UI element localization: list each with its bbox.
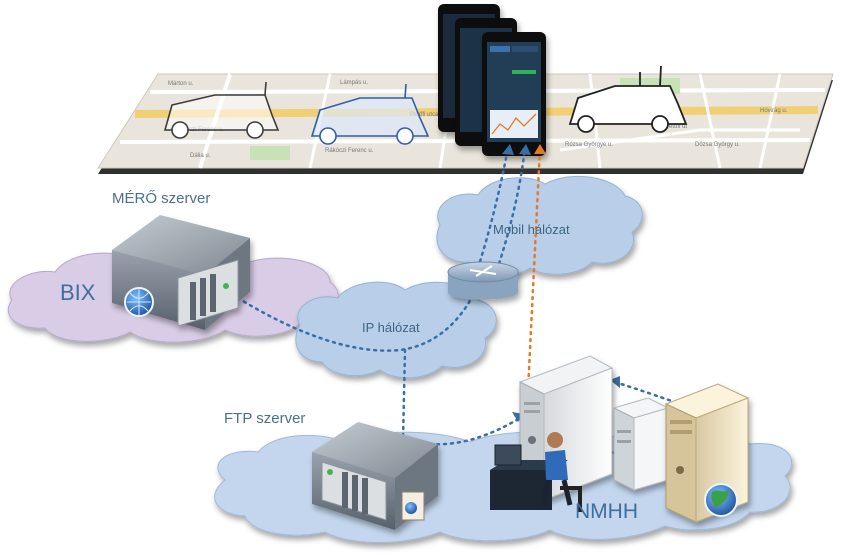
svg-text:Márton u.: Márton u.: [168, 81, 194, 87]
svg-text:Rákóczi Ferenc u.: Rákóczi Ferenc u.: [325, 148, 374, 154]
router-icon: [447, 261, 519, 300]
mobile-network-label: Mobil hálózat: [493, 222, 570, 237]
operator-workstation-icon: [490, 432, 582, 512]
server-rack-icon: [312, 422, 438, 530]
globe-icon: [704, 483, 738, 517]
document-icon: [401, 491, 425, 521]
svg-text:Dózsa György u.: Dózsa György u.: [695, 142, 740, 148]
nmhh-label: NMHH: [575, 500, 638, 523]
ip-network-label: IP hálózat: [362, 320, 420, 335]
bix-label: BIX: [60, 280, 96, 305]
globe-icon: [124, 287, 154, 317]
svg-text:Rózsa Györgye u.: Rózsa Györgye u.: [565, 142, 613, 148]
svg-text:Petőfi út: Petőfi út: [665, 124, 687, 130]
tower-server-icon: [612, 397, 670, 491]
svg-text:Hóvirág u.: Hóvirág u.: [760, 108, 788, 114]
mero-server-label: MÉRŐ szerver: [112, 190, 211, 207]
terrain-vehicle-icon: [310, 83, 430, 145]
server-rack-icon: [112, 215, 250, 330]
ftp-server-label: FTP szerver: [224, 410, 306, 427]
svg-text:Lámpás u.: Lámpás u.: [340, 80, 368, 86]
svg-text:Dália u.: Dália u.: [190, 153, 211, 159]
terrain-vehicle-icon: [568, 65, 688, 133]
terrain-vehicle-icon: [163, 81, 280, 139]
smartphone-icon: [482, 32, 546, 156]
svg-text:Petőfi utca: Petőfi utca: [410, 112, 439, 118]
cloud-ip-network: [295, 281, 497, 379]
